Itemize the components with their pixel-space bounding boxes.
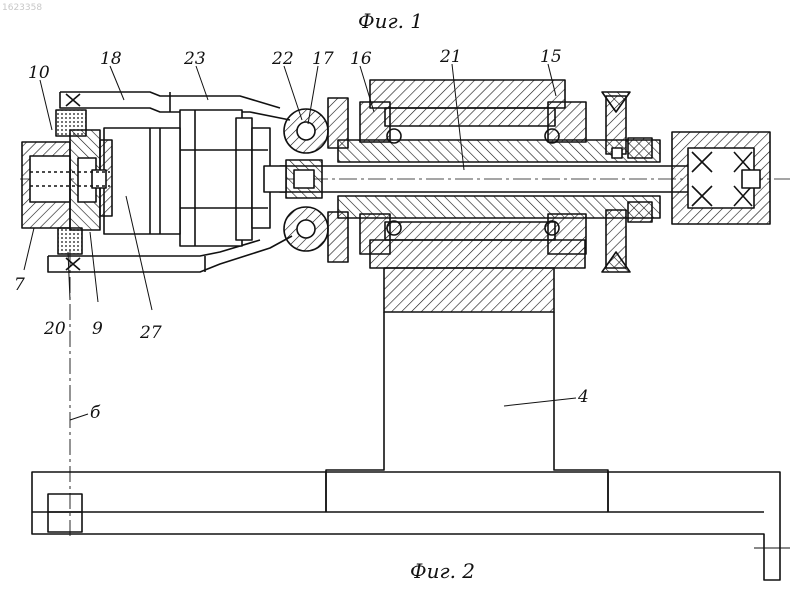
rollers-22-17 (284, 109, 328, 251)
chuck-left (22, 110, 112, 254)
label-27: 27 (139, 323, 162, 343)
label-10: 10 (28, 63, 50, 83)
label-18: 18 (100, 49, 122, 69)
end-bearing-housing (672, 132, 770, 224)
housing-bottom (360, 214, 586, 268)
figure-2-caption: Фиг. 2 (410, 559, 475, 583)
label-9: 9 (92, 319, 103, 339)
housing-top (360, 80, 586, 142)
label-7: 7 (14, 275, 25, 295)
label-22: 22 (271, 49, 294, 69)
carriage-23-27 (104, 110, 286, 246)
label-15: 15 (540, 47, 562, 67)
label-21: 21 (439, 47, 462, 67)
label-4: 4 (577, 387, 589, 407)
label-16: 16 (350, 49, 372, 69)
label-17: 17 (312, 49, 334, 69)
label-20: 20 (43, 319, 66, 339)
figure-1-caption: Фиг. 1 (358, 9, 423, 33)
label-b: б (90, 403, 101, 423)
document-reference-number: 1623358 (2, 3, 42, 13)
column-4 (326, 268, 608, 512)
label-23: 23 (183, 49, 206, 69)
mechanism-drawing (20, 64, 790, 580)
